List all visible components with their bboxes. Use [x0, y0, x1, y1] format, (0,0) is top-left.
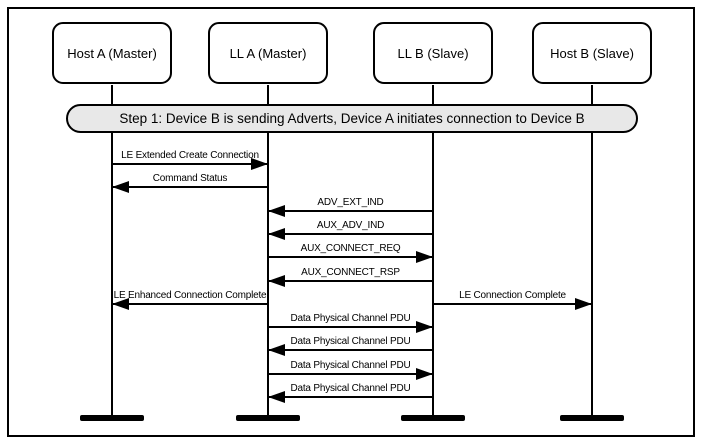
message-line — [269, 373, 432, 375]
arrowhead-icon — [251, 158, 268, 170]
message-arrow: LE Extended Create Connection — [113, 148, 268, 170]
message-arrow: Command Status — [112, 171, 267, 193]
message-arrow: Data Physical Channel PDU — [269, 311, 433, 333]
lifeline-ll_b — [432, 85, 434, 417]
arrowhead-icon — [112, 181, 129, 193]
message-line — [269, 326, 432, 328]
arrowhead-icon — [575, 298, 592, 310]
lifeline-host_a — [111, 85, 113, 417]
lifeline-end-bar-host_a — [80, 415, 144, 421]
message-arrow: ADV_EXT_IND — [268, 195, 432, 217]
actor-label: LL B (Slave) — [397, 45, 469, 61]
message-line — [269, 256, 432, 258]
arrowhead-icon — [268, 275, 285, 287]
message-arrow: AUX_CONNECT_REQ — [269, 241, 433, 263]
message-label: Data Physical Channel PDU — [290, 336, 411, 347]
actor-label: Host A (Master) — [67, 45, 157, 61]
arrowhead-icon — [268, 228, 285, 240]
message-arrow: Data Physical Channel PDU — [269, 358, 433, 380]
message-label: Data Physical Channel PDU — [290, 383, 411, 394]
arrowhead-icon — [268, 391, 285, 403]
lifeline-end-bar-ll_a — [236, 415, 300, 421]
lifeline-ll_a — [267, 85, 269, 417]
lifeline-host_b — [591, 85, 593, 417]
step-banner-label: Step 1: Device B is sending Adverts, Dev… — [119, 111, 585, 126]
message-line — [269, 210, 432, 212]
message-label: Command Status — [152, 173, 228, 184]
message-label: LE Connection Complete — [459, 290, 566, 301]
arrowhead-icon — [416, 251, 433, 263]
actor-label: LL A (Master) — [229, 45, 307, 61]
message-line — [434, 303, 591, 305]
lifeline-end-bar-host_b — [560, 415, 624, 421]
lifeline-end-bar-ll_b — [401, 415, 465, 421]
message-label: Data Physical Channel PDU — [290, 313, 411, 324]
actor-label: Host B (Slave) — [550, 45, 634, 61]
message-label: AUX_CONNECT_RSP — [301, 267, 400, 278]
message-arrow: AUX_ADV_IND — [268, 218, 432, 240]
message-arrow: Data Physical Channel PDU — [268, 381, 432, 403]
message-line — [269, 349, 432, 351]
message-label: LE Enhanced Connection Complete — [113, 290, 267, 301]
message-line — [113, 186, 267, 188]
actor-box-host_a: Host A (Master) — [52, 22, 172, 84]
arrowhead-icon — [416, 321, 433, 333]
message-label: Data Physical Channel PDU — [290, 360, 411, 371]
message-arrow: LE Enhanced Connection Complete — [112, 288, 267, 310]
actor-box-ll_b: LL B (Slave) — [373, 22, 493, 84]
message-arrow: LE Connection Complete — [434, 288, 592, 310]
message-label: ADV_EXT_IND — [317, 197, 384, 208]
actor-box-ll_a: LL A (Master) — [208, 22, 328, 84]
step-banner: Step 1: Device B is sending Adverts, Dev… — [66, 104, 638, 133]
message-arrow: Data Physical Channel PDU — [268, 334, 432, 356]
message-line — [269, 280, 432, 282]
message-line — [269, 396, 432, 398]
message-line — [113, 303, 267, 305]
message-line — [113, 163, 267, 165]
message-label: LE Extended Create Connection — [121, 150, 259, 161]
arrowhead-icon — [268, 205, 285, 217]
diagram-border — [7, 7, 695, 437]
message-arrow: AUX_CONNECT_RSP — [268, 265, 432, 287]
message-line — [269, 233, 432, 235]
message-label: AUX_ADV_IND — [316, 220, 385, 231]
arrowhead-icon — [416, 368, 433, 380]
arrowhead-icon — [112, 298, 129, 310]
actor-box-host_b: Host B (Slave) — [532, 22, 652, 84]
message-label: AUX_CONNECT_REQ — [300, 243, 401, 254]
arrowhead-icon — [268, 344, 285, 356]
